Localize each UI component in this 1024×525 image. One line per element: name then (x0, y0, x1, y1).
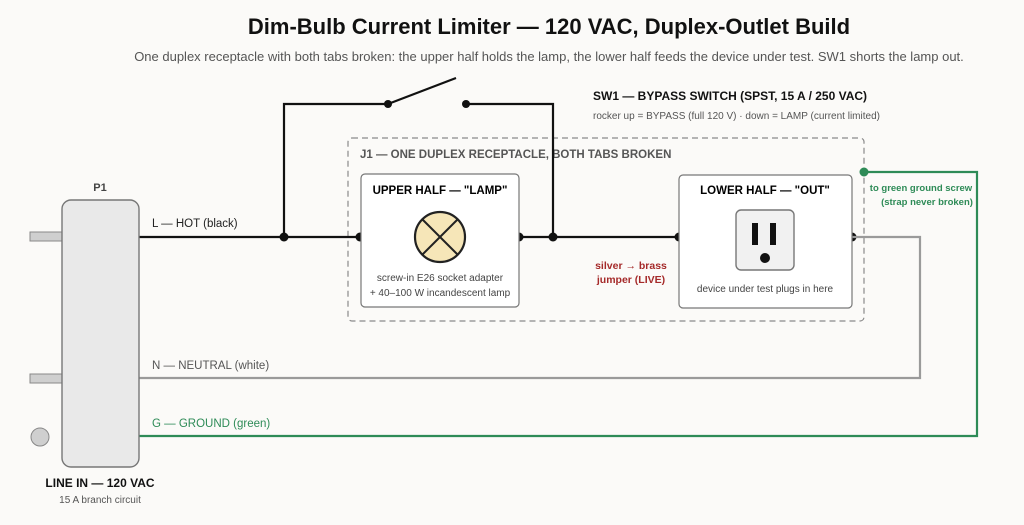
plug-ref: P1 (93, 182, 106, 194)
switch-contact (462, 100, 470, 108)
switch-pivot (384, 100, 392, 108)
plug-body (29, 199, 140, 468)
ground-wire (138, 170, 979, 438)
ground-wire-label: G — GROUND (green) (152, 418, 270, 430)
lower-half-title: LOWER HALF — "OUT" (700, 185, 830, 197)
jumper-label-2: jumper (LIVE) (596, 274, 665, 286)
hot-wire-label: L — HOT (black) (152, 218, 238, 230)
ground-junction (859, 167, 869, 177)
neutral-wire-label: N — NEUTRAL (white) (152, 360, 269, 372)
receptacle-outline (347, 137, 865, 322)
ground-note-2: (strap never broken) (881, 197, 973, 208)
neutral-wire (138, 235, 922, 380)
upper-half-title: UPPER HALF — "LAMP" (373, 185, 508, 197)
outlet-icon (735, 209, 795, 271)
switch-note: rocker up = BYPASS (full 120 V) · down =… (593, 111, 880, 122)
ground-note-1: to green ground screw (870, 183, 973, 194)
lamp-icon (413, 210, 467, 264)
plug-sublabel: 15 A branch circuit (59, 495, 141, 506)
plug-label: LINE IN — 120 VAC (45, 476, 154, 490)
hot-wire (138, 76, 679, 239)
jumper-label-1: silver → brass (595, 260, 667, 272)
upper-half-note-2: + 40–100 W incandescent lamp (370, 288, 511, 299)
upper-half-note-1: screw-in E26 socket adapter (377, 273, 504, 284)
page-subtitle: One duplex receptacle with both tabs bro… (134, 49, 964, 64)
switch-title: SW1 — BYPASS SWITCH (SPST, 15 A / 250 VA… (593, 89, 867, 103)
receptacle-title: J1 — ONE DUPLEX RECEPTACLE, BOTH TABS BR… (360, 149, 671, 161)
page-title: Dim-Bulb Current Limiter — 120 VAC, Dupl… (248, 14, 850, 39)
lower-half-note: device under test plugs in here (697, 284, 834, 295)
